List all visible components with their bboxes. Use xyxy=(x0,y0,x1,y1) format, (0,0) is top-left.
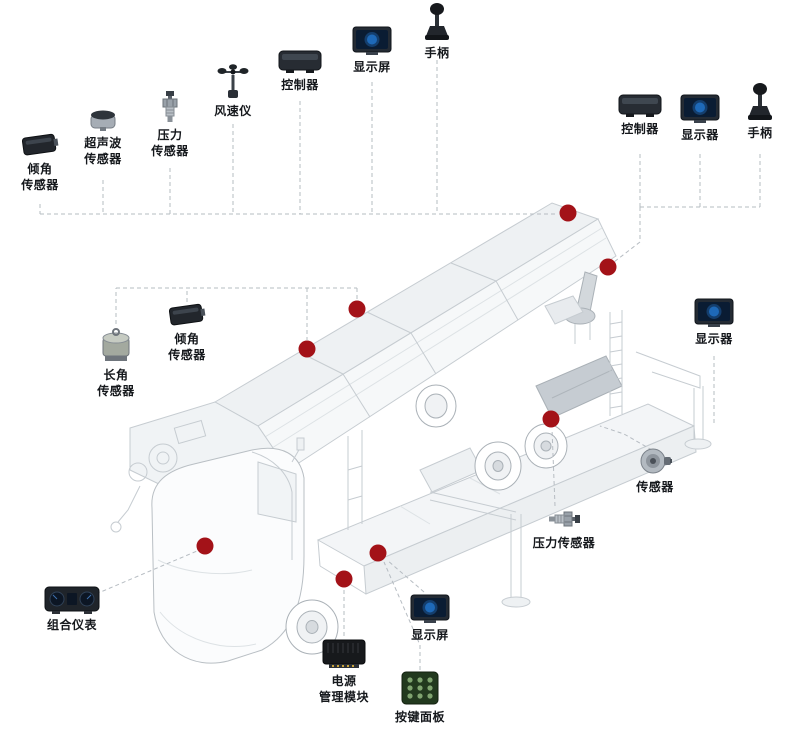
display-icon xyxy=(410,594,450,624)
component-anemometer: 风速仪 xyxy=(197,62,269,120)
anemometer-icon xyxy=(217,62,249,100)
mount-point-dots xyxy=(196,204,617,588)
component-label: 倾角 传感器 xyxy=(21,162,59,192)
component-label: 控制器 xyxy=(621,122,659,136)
component-controller-right: 控制器 xyxy=(604,92,676,138)
component-combo-instrument: 组合仪表 xyxy=(36,584,108,634)
component-label: 手柄 xyxy=(424,46,450,60)
component-label: 手柄 xyxy=(747,126,773,140)
component-label: 压力传感器 xyxy=(532,536,596,550)
reel-sensor-icon xyxy=(96,326,136,364)
component-tilt-sensor-top: 倾角 传感器 xyxy=(4,130,76,193)
mount-dot-boom-upper xyxy=(348,300,366,318)
mount-dot-boom-lower xyxy=(298,340,316,358)
mount-dot-boom-tip xyxy=(559,204,577,222)
component-label: 压力 传感器 xyxy=(151,128,189,158)
component-ultrasonic-sensor: 超声波 传感器 xyxy=(67,106,139,167)
component-label: 控制器 xyxy=(281,78,319,92)
tilt-sensor-icon xyxy=(167,300,207,328)
component-label: 显示屏 xyxy=(411,628,449,642)
component-label: 电源 管理模块 xyxy=(318,674,369,704)
component-sensor-right: 传感器 xyxy=(619,446,691,496)
mount-dot-frame-left xyxy=(335,570,353,588)
mount-dot-chassis xyxy=(542,410,560,428)
instrument-cluster-icon xyxy=(44,584,100,614)
component-label: 超声波 传感器 xyxy=(84,136,122,166)
component-label: 组合仪表 xyxy=(46,618,97,632)
component-joystick-top: 手柄 xyxy=(401,2,473,62)
component-controller-top: 控制器 xyxy=(264,48,336,94)
controller-icon xyxy=(618,92,662,118)
component-label: 显示器 xyxy=(695,332,733,346)
component-label: 长角 传感器 xyxy=(97,368,135,398)
round-sensor-icon xyxy=(637,446,673,476)
display-icon xyxy=(680,94,720,124)
tilt-sensor-icon xyxy=(20,130,60,158)
controller-icon xyxy=(278,48,322,74)
component-label: 显示屏 xyxy=(353,60,391,74)
component-display-right-mid: 显示器 xyxy=(678,298,750,348)
display-icon xyxy=(352,26,392,56)
pressure-sensor-icon xyxy=(554,506,574,532)
component-display-top: 显示屏 xyxy=(336,26,408,76)
keypad-icon xyxy=(400,670,440,706)
pressure-sensor-icon xyxy=(160,90,180,124)
power-module-icon xyxy=(321,636,367,670)
ultrasonic-sensor-icon xyxy=(87,106,119,132)
component-power-module: 电源 管理模块 xyxy=(304,636,384,705)
joystick-icon xyxy=(747,82,773,122)
display-icon xyxy=(694,298,734,328)
mount-dot-turret xyxy=(599,258,617,276)
component-label: 按键面板 xyxy=(394,710,445,724)
joystick-icon xyxy=(424,2,450,42)
mount-dot-frame-right xyxy=(369,544,387,562)
component-label: 倾角 传感器 xyxy=(168,332,206,362)
component-pressure-sensor-bottom: 压力传感器 xyxy=(522,506,606,552)
component-label: 传感器 xyxy=(636,480,674,494)
component-cable-angle-sensor: 长角 传感器 xyxy=(80,326,152,399)
connector-lines xyxy=(39,60,761,670)
component-display-bottom: 显示屏 xyxy=(394,594,466,644)
mount-dot-cab xyxy=(196,537,214,555)
component-tilt-sensor-mid: 倾角 传感器 xyxy=(151,300,223,363)
component-pressure-sensor-top: 压力 传感器 xyxy=(134,90,206,159)
truck-wireframe xyxy=(110,202,712,664)
component-joystick-right: 手柄 xyxy=(724,82,796,142)
component-label: 显示器 xyxy=(681,128,719,142)
component-label: 风速仪 xyxy=(214,104,252,118)
component-keypad: 按键面板 xyxy=(384,670,456,726)
component-display-right-top: 显示器 xyxy=(664,94,736,144)
